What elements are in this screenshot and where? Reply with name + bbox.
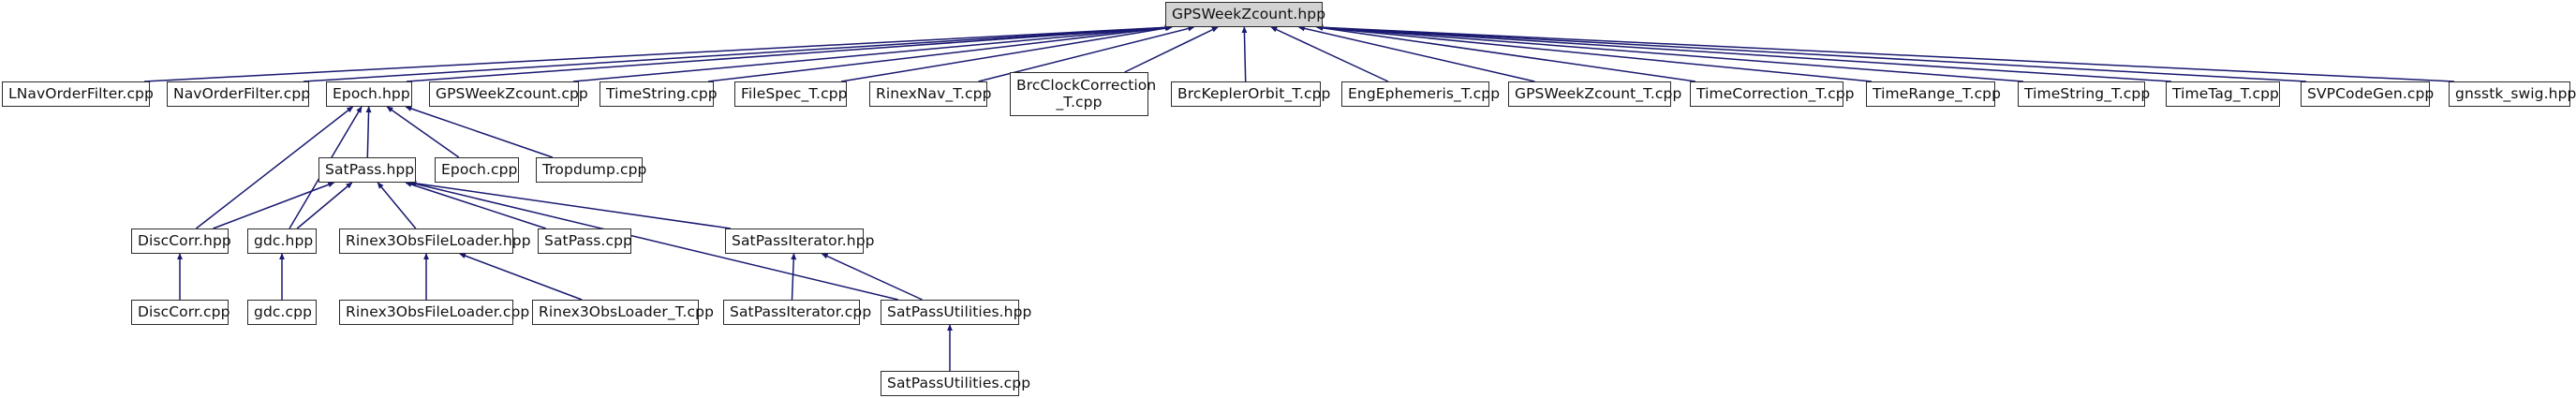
graph-node-label: DiscCorr.hpp [138, 231, 231, 249]
graph-node-svpcodegen_cpp[interactable]: SVPCodeGen.cpp [2301, 81, 2435, 107]
graph-node-gpsweekzcount_t_cpp[interactable]: GPSWeekZcount_T.cpp [1508, 81, 1682, 107]
graph-node-timestring_cpp[interactable]: TimeString.cpp [600, 81, 718, 107]
graph-edge-gnsstk_swig_hpp-to-gpsweekzcount_hpp [1316, 24, 2455, 82]
graph-node-gdc_cpp[interactable]: gdc.cpp [247, 300, 317, 325]
graph-node-label: BrcClockCorrection _T.cpp [1016, 77, 1157, 111]
graph-node-label: TimeRange_T.cpp [1873, 84, 2002, 102]
graph-node-label: Epoch.hpp [333, 84, 410, 102]
graph-node-label: NavOrderFilter.cpp [173, 84, 311, 102]
graph-node-timecorrection_t_cpp[interactable]: TimeCorrection_T.cpp [1690, 81, 1855, 107]
graph-node-label: GPSWeekZcount.hpp [1172, 5, 1326, 22]
graph-node-label: TimeString_T.cpp [2024, 84, 2151, 102]
graph-edge-timestring_t_cpp-to-gpsweekzcount_hpp [1316, 24, 2024, 82]
graph-node-label: TimeCorrection_T.cpp [1696, 84, 1855, 102]
graph-node-label: SatPass.hpp [325, 160, 415, 178]
graph-edge-gpsweekzcount_t_cpp-to-gpsweekzcount_hpp [1297, 25, 1535, 82]
graph-node-label: TimeTag_T.cpp [2172, 84, 2279, 102]
graph-node-timerange_t_cpp[interactable]: TimeRange_T.cpp [1866, 81, 2002, 107]
graph-node-label: SVPCodeGen.cpp [2307, 84, 2435, 102]
graph-edge-rinex3obsfileloader_hpp-to-satpass_hpp [377, 182, 417, 229]
graph-node-rinexnav_t_cpp[interactable]: RinexNav_T.cpp [869, 81, 992, 107]
graph-node-epoch_hpp[interactable]: Epoch.hpp [326, 81, 412, 107]
graph-node-label: SatPass.cpp [544, 231, 632, 249]
graph-node-label: gdc.cpp [254, 302, 313, 320]
graph-node-disccorr_hpp[interactable]: DiscCorr.hpp [131, 228, 231, 254]
graph-node-satpassiterator_cpp[interactable]: SatPassIterator.cpp [723, 300, 872, 325]
graph-node-brckeplerorbit_t_cpp[interactable]: BrcKeplerOrbit_T.cpp [1171, 81, 1331, 107]
graph-node-rinex3obsfileloader_hpp[interactable]: Rinex3ObsFileLoader.hpp [339, 228, 531, 254]
graph-node-label: Rinex3ObsFileLoader.cpp [346, 302, 530, 320]
graph-node-epoch_cpp[interactable]: Epoch.cpp [435, 157, 519, 183]
graph-node-tropdump_cpp[interactable]: Tropdump.cpp [536, 157, 647, 183]
graph-node-label: BrcKeplerOrbit_T.cpp [1177, 84, 1331, 102]
graph-node-engephemeris_t_cpp[interactable]: EngEphemeris_T.cpp [1341, 81, 1501, 107]
graph-node-label: gdc.hpp [254, 231, 314, 249]
graph-node-label: LNavOrderFilter.cpp [8, 84, 154, 102]
graph-node-label: SatPassUtilities.cpp [887, 374, 1031, 391]
graph-node-label: SatPassIterator.cpp [730, 302, 872, 320]
graph-node-label: Tropdump.cpp [542, 160, 647, 178]
graph-node-gpsweekzcount_hpp[interactable]: GPSWeekZcount.hpp [1165, 2, 1326, 27]
graph-node-label: TimeString.cpp [606, 84, 718, 102]
graph-edge-satpassiterator_cpp-to-satpassiterator_hpp [791, 253, 797, 301]
graph-node-disccorr_cpp[interactable]: DiscCorr.cpp [131, 300, 229, 325]
graph-edge-timerange_t_cpp-to-gpsweekzcount_hpp [1316, 24, 1873, 82]
graph-node-satpassutilities_hpp[interactable]: SatPassUtilities.hpp [881, 300, 1032, 325]
graph-edge-brcclockcorrection_t_cpp-to-gpsweekzcount_hpp [1124, 26, 1219, 73]
graph-node-label: EngEphemeris_T.cpp [1348, 84, 1501, 102]
graph-node-timestring_t_cpp[interactable]: TimeString_T.cpp [2018, 81, 2151, 107]
graph-node-label: DiscCorr.cpp [138, 302, 230, 320]
graph-node-gpsweekzcount_cpp[interactable]: GPSWeekZcount.cpp [429, 81, 588, 107]
graph-node-rinex3obsfileloader_cpp[interactable]: Rinex3ObsFileLoader.cpp [339, 300, 530, 325]
graph-node-label: Rinex3ObsFileLoader.hpp [346, 231, 531, 249]
graph-edge-satpass_cpp-to-satpass_hpp [405, 182, 547, 229]
graph-edge-tropdump_cpp-to-epoch_hpp [405, 106, 554, 158]
graph-node-navorderfilter_cpp[interactable]: NavOrderFilter.cpp [167, 81, 311, 107]
graph-node-satpassiterator_hpp[interactable]: SatPassIterator.hpp [725, 228, 875, 254]
graph-node-label: Epoch.cpp [441, 160, 518, 178]
graph-edge-brckeplerorbit_t_cpp-to-gpsweekzcount_hpp [1241, 26, 1248, 82]
graph-node-satpass_hpp[interactable]: SatPass.hpp [318, 157, 416, 183]
graph-node-label: RinexNav_T.cpp [876, 84, 992, 102]
graph-edge-satpassutilities_hpp-to-satpassiterator_hpp [821, 253, 923, 301]
graph-edge-timecorrection_t_cpp-to-gpsweekzcount_hpp [1316, 24, 1696, 82]
graph-edge-timetag_t_cpp-to-gpsweekzcount_hpp [1316, 24, 2172, 82]
graph-node-satpass_cpp[interactable]: SatPass.cpp [538, 228, 632, 254]
graph-edge-satpass_hpp-to-epoch_hpp [365, 106, 372, 158]
graph-node-lnavorderfilter_cpp[interactable]: LNavOrderFilter.cpp [2, 81, 154, 107]
graph-node-satpassutilities_cpp[interactable]: SatPassUtilities.cpp [881, 371, 1031, 396]
graph-node-gnsstk_swig_hpp[interactable]: gnsstk_swig.hpp [2449, 81, 2576, 107]
graph-node-label: GPSWeekZcount.cpp [436, 84, 588, 102]
graph-node-gdc_hpp[interactable]: gdc.hpp [247, 228, 317, 254]
graph-node-label: Rinex3ObsLoader_T.cpp [539, 302, 715, 320]
graph-edge-epoch_cpp-to-epoch_hpp [386, 106, 460, 158]
graph-edge-gdc_hpp-to-satpass_hpp [296, 182, 353, 229]
graph-node-filespec_t_cpp[interactable]: FileSpec_T.cpp [734, 81, 847, 107]
graph-edge-satpassiterator_hpp-to-satpass_hpp [409, 180, 732, 229]
graph-edge-engephemeris_t_cpp-to-gpsweekzcount_hpp [1270, 26, 1389, 82]
graph-edge-rinex3obsloader_t_cpp-to-rinex3obsfileloader_hpp [459, 253, 583, 301]
graph-node-label: SatPassUtilities.hpp [887, 302, 1032, 320]
graph-node-brcclockcorrection_t_cpp[interactable]: BrcClockCorrection _T.cpp [1010, 72, 1157, 116]
graph-node-rinex3obsloader_t_cpp[interactable]: Rinex3ObsLoader_T.cpp [532, 300, 715, 325]
graph-node-label: GPSWeekZcount_T.cpp [1515, 84, 1682, 102]
graph-node-label: SatPassIterator.hpp [732, 231, 875, 249]
graph-edge-svpcodegen_cpp-to-gpsweekzcount_hpp [1316, 24, 2307, 82]
graph-node-timetag_t_cpp[interactable]: TimeTag_T.cpp [2166, 81, 2280, 107]
graph-edge-disccorr_hpp-to-satpass_hpp [213, 182, 335, 229]
graph-node-label: FileSpec_T.cpp [741, 84, 848, 102]
graph-node-label: gnsstk_swig.hpp [2455, 84, 2576, 102]
